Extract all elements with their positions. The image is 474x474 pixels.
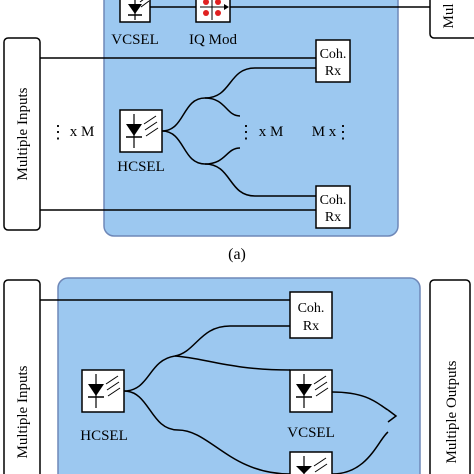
panel-a-coh-rx-top xyxy=(315,39,351,83)
panel-a: Multiple Inputs Mul VCSEL IQ Mod xyxy=(3,0,474,237)
panel-b-vcsel-icon xyxy=(296,374,329,408)
panel-a-outputs-box xyxy=(429,0,474,39)
panel-a-splitter-tree xyxy=(161,67,316,197)
panel-a-iq-mod-box xyxy=(195,0,231,23)
panel-a-hcsel-icon xyxy=(126,114,159,148)
panel-a-left-multiplier: x M xyxy=(70,124,95,140)
panel-b-inputs-label: Multiple Inputs xyxy=(15,365,31,458)
panel-b-outputs-box xyxy=(429,279,471,474)
panel-a-coh-rx-bottom xyxy=(315,185,351,229)
panel-a-iq-constellation-icon xyxy=(200,0,229,20)
panel-b-vcsel-box xyxy=(289,369,333,413)
panel-a-coh-rx-top-line2: Rx xyxy=(325,64,341,79)
panel-b-vcsel-label: VCSEL xyxy=(287,425,335,441)
panel-a-coh-rx-top-line1: Coh. xyxy=(320,47,347,62)
panel-a-center-dots: ⋮ xyxy=(237,122,255,142)
panel-b-hcsel-label: HCSEL xyxy=(80,428,128,444)
panel-a-caption: (a) xyxy=(228,246,246,263)
panel-a-outputs-label: Mul xyxy=(441,3,457,28)
panel-a-coh-rx-bottom-line2: Rx xyxy=(325,210,341,225)
panel-a-inputs-label: Multiple Inputs xyxy=(15,87,31,180)
panel-a-center-multiplier: x M xyxy=(259,124,284,140)
panel-a-vcsel-label: VCSEL xyxy=(111,32,159,48)
panel-a-inputs-box xyxy=(3,37,41,231)
panel-b-coh-rx xyxy=(289,291,333,339)
panel-a-coh-rx-bottom-line1: Coh. xyxy=(320,193,347,208)
panel-b-outputs-label: Multiple Outputs xyxy=(444,360,460,463)
panel-b: Multiple Inputs Multiple Outputs Coh. Rx… xyxy=(3,277,471,474)
panel-b-inputs-box xyxy=(3,279,41,474)
panel-b-vcsel-box-2 xyxy=(289,451,333,474)
panel-a-right-dots: ⋮ xyxy=(334,122,352,142)
panel-b-hcsel-icon xyxy=(88,374,121,408)
panel-b-coh-rx-line1: Coh. xyxy=(298,301,325,316)
panel-a-iq-mod-label: IQ Mod xyxy=(189,32,237,48)
panel-a-vcsel-icon xyxy=(128,0,150,20)
panel-a-right-multiplier: M x xyxy=(312,124,337,140)
panel-a-left-dots: ⋮ xyxy=(49,122,67,142)
panel-b-vcsel-icon-2 xyxy=(296,456,328,474)
panel-b-coh-rx-line2: Rx xyxy=(303,319,319,334)
panel-a-hcsel-label: HCSEL xyxy=(117,159,165,175)
panel-b-splitter-tree xyxy=(123,325,398,474)
